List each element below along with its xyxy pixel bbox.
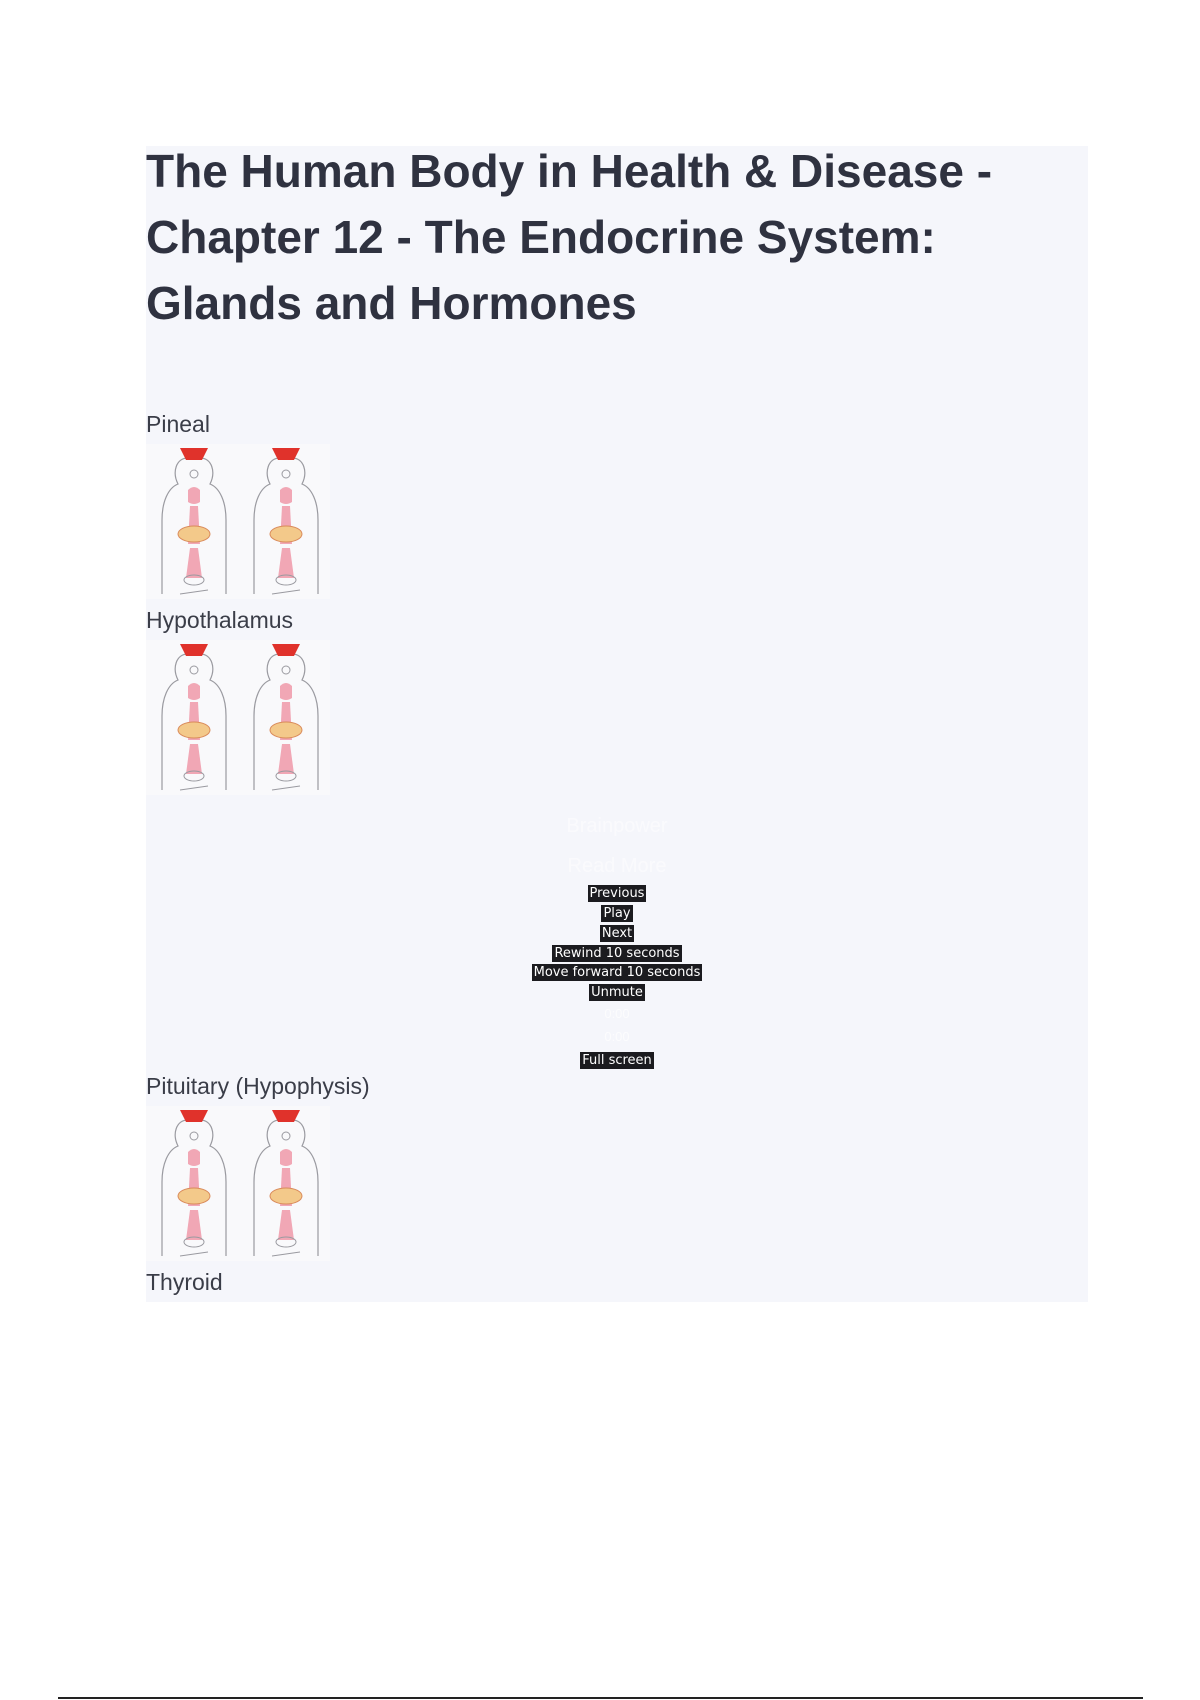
player-faded-title: Brainpower [566,815,668,837]
unmute-button[interactable]: Unmute [589,984,645,1001]
endocrine-diagram-image [146,1106,330,1261]
forward-10-button[interactable]: Move forward 10 seconds [531,964,703,981]
play-button[interactable]: Play [601,905,633,922]
term-label-pituitary: Pituitary (Hypophysis) [146,1073,370,1099]
fullscreen-button[interactable]: Full screen [580,1052,654,1069]
term-label-hypothalamus: Hypothalamus [146,607,294,633]
endocrine-diagram-image [146,640,330,795]
term-label-pineal: Pineal [146,411,210,437]
next-button[interactable]: Next [599,925,635,942]
rewind-10-button[interactable]: Rewind 10 seconds [552,945,682,962]
endocrine-diagram-image [146,444,330,599]
player-faded-subtitle: Read More [567,855,667,877]
footer-rule [58,1697,1143,1699]
page-title: The Human Body in Health & Disease - Cha… [146,145,993,329]
previous-button[interactable]: Previous [587,885,647,902]
term-label-thyroid: Thyroid [146,1269,223,1295]
media-player-controls: Brainpower Read More Previous Play Next … [400,810,834,1080]
player-current-time: 0:00 [604,1006,630,1021]
player-duration: 0:00 [604,1029,630,1044]
